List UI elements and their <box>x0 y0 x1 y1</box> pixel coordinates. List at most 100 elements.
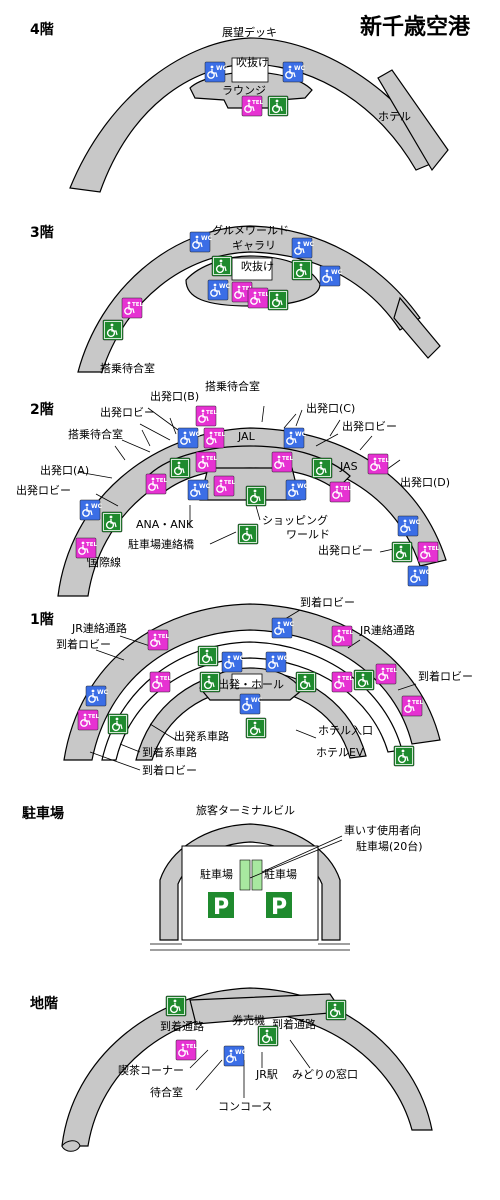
basement-leaders <box>189 1039 311 1098</box>
accessible-icon <box>311 457 333 479</box>
label-lounge: ラウンジ <box>222 84 266 97</box>
accessible-icon <box>169 457 191 479</box>
accessible-icon <box>267 289 289 311</box>
wc-icon <box>285 479 310 501</box>
accessible-icon <box>353 669 375 691</box>
label-wheelchair-parking: 車いす使用者向 <box>344 823 421 837</box>
accessible-icon <box>295 671 317 693</box>
wc-icon <box>223 1045 248 1067</box>
label-world: ワールド <box>286 528 330 541</box>
tel-icon <box>195 405 219 427</box>
tel-icon <box>331 671 355 693</box>
label-boarding-lounge-2f-left: 搭乗待合室 <box>68 427 123 441</box>
label-departure-road: 出発系車路 <box>174 729 229 743</box>
label-arrival-lobby-1f-top: 到着ロビー <box>300 595 355 609</box>
tel-icon <box>145 473 169 495</box>
label-arrival-lobby-1f-bottom: 到着ロビー <box>142 763 197 777</box>
label-departure-hall: 出発・ホール <box>218 677 284 691</box>
label-observation-deck: 展望デッキ <box>222 25 277 39</box>
floor-parking: 駐車場 P P 旅客ターミナルビル 車いす使用者向 駐車場(20台) 駐車場 駐… <box>22 803 423 951</box>
parking-roads <box>150 943 350 951</box>
map-title: 新千歳空港 <box>360 14 471 40</box>
label-hotel-entrance: ホテル入口 <box>318 724 373 737</box>
label-jal: JAL <box>237 430 256 443</box>
tel-icon <box>417 541 441 563</box>
label-jas: JAS <box>339 460 358 473</box>
accessible-icon <box>391 541 413 563</box>
accessible-icon <box>107 713 129 735</box>
floor-2-label: 2階 <box>30 401 54 418</box>
accessible-icon <box>211 255 233 277</box>
parking-symbol-right <box>266 892 292 918</box>
label-gourmet-world: グルメワールド <box>212 223 289 237</box>
tel-icon <box>77 709 101 731</box>
label-parking-left: 駐車場 <box>200 867 233 881</box>
wc-icon <box>319 265 344 287</box>
basement-hook <box>61 1140 81 1152</box>
accessible-icon <box>165 995 187 1017</box>
floor-parking-label: 駐車場 <box>22 805 64 822</box>
label-jr-passage-left: JR連絡通路 <box>71 621 127 635</box>
label-international: 国際線 <box>88 555 121 569</box>
wc-icon <box>282 61 307 83</box>
tel-icon <box>195 451 219 473</box>
label-jr-station: JR駅 <box>255 1068 278 1081</box>
floor-4-void <box>231 57 269 83</box>
label-parking-right: 駐車場 <box>264 867 297 881</box>
wc-icon <box>177 427 202 449</box>
accessible-icon <box>257 1025 279 1047</box>
label-passenger-terminal: 旅客ターミナルビル <box>196 803 295 817</box>
label-gate-a: 出発口(A) <box>40 463 89 477</box>
floor-4-label: 4階 <box>30 21 54 38</box>
tel-icon <box>121 297 145 319</box>
accessible-icon <box>245 485 267 507</box>
wc-icon <box>397 515 422 537</box>
wc-icon <box>271 617 296 639</box>
label-gate-b: 出発口(B) <box>150 389 199 403</box>
wc-icon <box>291 237 316 259</box>
label-parking-20: 駐車場(20台) <box>356 839 423 853</box>
floor-3: 3階 グルメワールド ギャラリ 吹抜け 搭乗待合室 <box>30 223 441 375</box>
floor-2: 2階 搭乗待合室 出発口(B) 出発ロビー 出発口(C) 出発ロビー 搭乗待合室… <box>16 379 450 597</box>
floor-basement-label: 地階 <box>30 995 58 1012</box>
floor-3-label: 3階 <box>30 224 54 241</box>
label-atrium-3f: 吹抜け <box>241 259 274 273</box>
label-atrium-4f: 吹抜け <box>236 55 269 69</box>
accessible-icon <box>393 745 415 767</box>
label-arrival-lobby-1f-left: 到着ロビー <box>56 637 111 651</box>
label-boarding-lounge-3f: 搭乗待合室 <box>100 361 155 375</box>
accessible-icon <box>199 671 221 693</box>
wc-icon <box>187 479 212 501</box>
accessible-icon <box>102 319 124 341</box>
label-departure-lobby-2f-a: 出発ロビー <box>100 405 155 419</box>
parking-p-right: P <box>271 895 287 920</box>
wc-icon <box>79 499 104 521</box>
label-boarding-lounge-2f-top: 搭乗待合室 <box>205 379 260 393</box>
label-shopping: ショッピング <box>262 513 328 527</box>
wc-icon <box>265 651 290 673</box>
wc-icon <box>207 279 232 301</box>
wc-icon <box>407 565 432 587</box>
tel-icon <box>401 695 425 717</box>
label-gallery: ギャラリ <box>232 239 276 252</box>
accessible-icon <box>245 717 267 739</box>
tel-icon <box>271 451 295 473</box>
label-hotel: ホテル <box>378 110 411 123</box>
label-arrival-lobby-1f-right: 到着ロビー <box>418 669 473 683</box>
tel-icon <box>213 475 237 497</box>
label-arrival-road: 到着系車路 <box>142 745 197 759</box>
label-concourse: コンコース <box>218 1100 272 1113</box>
label-cafe-corner: 喫茶コーナー <box>118 1064 184 1077</box>
accessible-icon <box>291 259 313 281</box>
wc-icon <box>283 427 308 449</box>
parking-symbol-left <box>208 892 234 918</box>
basement-arch <box>61 987 433 1147</box>
tel-icon <box>247 287 271 309</box>
wc-icon <box>85 685 110 707</box>
label-gate-c: 出発口(C) <box>306 401 355 415</box>
label-gate-d: 出発口(D) <box>400 475 450 489</box>
accessible-parking-left <box>239 859 251 891</box>
tel-icon <box>329 481 353 503</box>
wc-icon <box>221 651 246 673</box>
